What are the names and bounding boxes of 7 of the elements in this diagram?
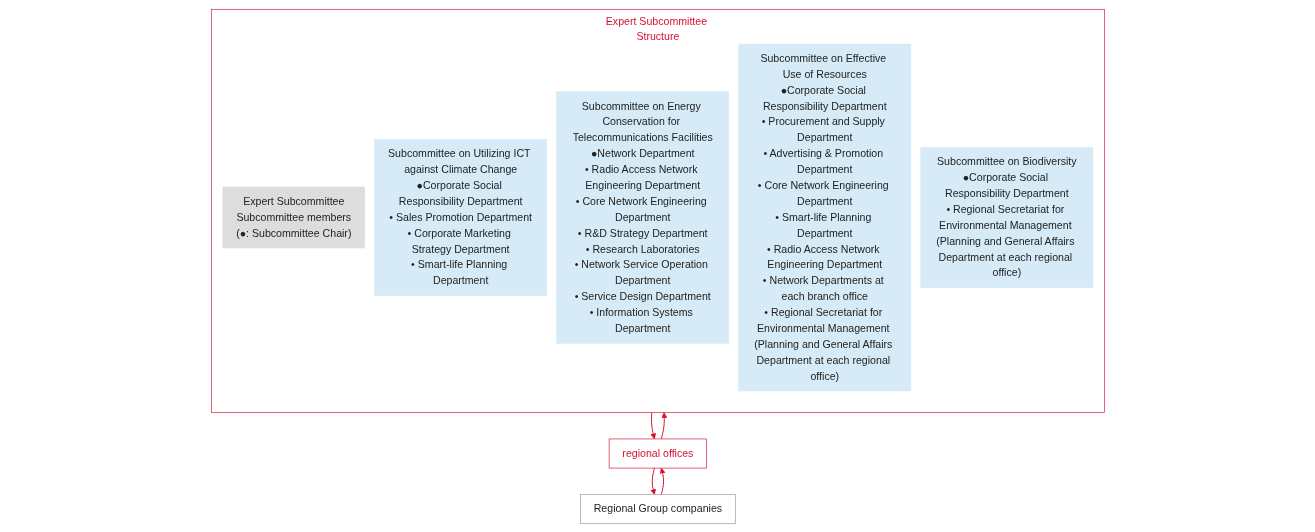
node-box: Subcommittee on Effective Use of Resources ●Corporate Social Responsibility Department • Procurement and Supply Department • Advertising & Promotion Department • Core Network Engineering Department • Smart-life Planning Department • Radio Access Network Engineering Department • Network Departments at each branch office • Regional Secretariat for Environmental Management (Planning and General Affairs Department at each regional office)	[738, 43, 911, 391]
node-box: Subcommittee on Utilizing ICT against Climate Change ●Corporate Social Responsibility Department • Sales Promotion Department • Corporate Marketing Strategy Department • Smart-life Planning Department	[373, 138, 547, 296]
node-box: Expert Subcommittee Subcommittee members (●: Subcommittee Chair)	[222, 186, 365, 248]
node-box: regional offices	[608, 438, 707, 468]
node-box: Regional Group companies	[579, 493, 736, 524]
node-box: Subcommittee on Biodiversity ●Corporate Social Responsibility Department • Regional Secretariat for Environmental Management (Planning and General Affairs Department at each regional office)	[920, 146, 1093, 288]
node-box: Subcommittee on Energy Conservation for Telecommunications Facilities ●Network Department • Radio Access Network Engineering Department • Core Network Engineering Department • R&D Strategy Department • Research Laboratories • Network Service Operation Department • Service Design Department • Information Systems Department	[555, 90, 729, 344]
